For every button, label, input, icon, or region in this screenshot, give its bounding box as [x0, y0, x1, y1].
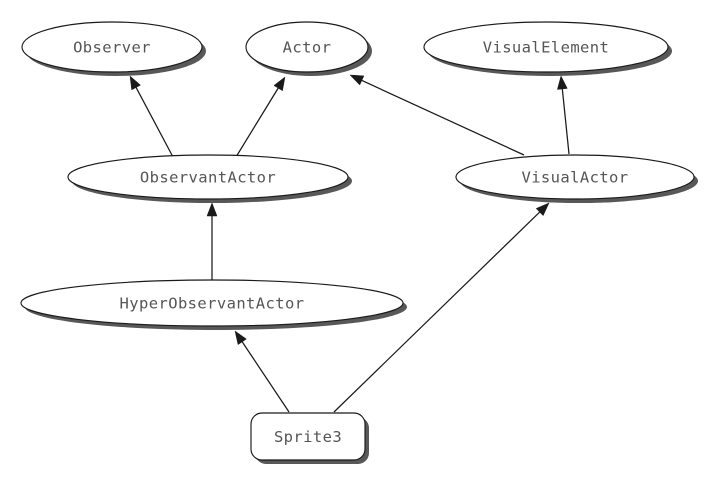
arrowhead-icon — [234, 330, 247, 346]
edge-line — [235, 86, 280, 158]
node-observer[interactable]: Observer — [21, 21, 203, 73]
edge-observant-actor-to-actor — [235, 76, 286, 158]
node-layer: Observer Actor VisualElementObservantActor… — [20, 21, 695, 461]
node-shadow-layer — [25, 26, 698, 464]
arrowhead-icon — [535, 202, 550, 217]
edge-line — [134, 85, 174, 158]
edge-line — [561, 86, 570, 155]
arrowhead-icon — [273, 76, 286, 92]
node-label-actor: Actor — [283, 39, 332, 57]
node-sprite3[interactable]: Sprite3 — [250, 412, 366, 461]
edge-visual-actor-to-actor — [349, 74, 525, 156]
node-label-hyper_observant_actor: HyperObservantActor — [120, 295, 305, 313]
node-actor[interactable]: Actor — [245, 21, 369, 73]
ellipse-shape[interactable] — [245, 21, 369, 73]
node-visual_actor[interactable]: VisualActor — [455, 154, 695, 200]
arrowhead-icon — [206, 202, 218, 217]
node-label-observant_actor: ObservantActor — [140, 169, 276, 187]
edge-observant-actor-to-observer — [129, 75, 174, 158]
node-label-sprite3: Sprite3 — [274, 428, 342, 446]
node-label-visual_element: VisualElement — [483, 39, 610, 57]
arrowhead-icon — [129, 75, 141, 91]
rounded-rect-shape[interactable] — [250, 412, 366, 461]
ellipse-shape[interactable] — [455, 154, 695, 200]
ellipse-shape[interactable] — [21, 21, 203, 73]
ellipse-shape[interactable] — [423, 21, 669, 73]
node-observant_actor[interactable]: ObservantActor — [67, 154, 349, 200]
arrowhead-icon — [557, 75, 568, 90]
node-visual_element[interactable]: VisualElement — [423, 21, 669, 73]
edge-sprite3-to-hyper-observant-actor — [234, 330, 290, 413]
edge-line — [333, 210, 542, 413]
node-label-visual_actor: VisualActor — [521, 169, 628, 187]
node-hyper_observant_actor[interactable]: HyperObservantActor — [20, 279, 404, 327]
arrowhead-icon — [349, 74, 365, 86]
edge-line — [240, 339, 290, 413]
edge-layer — [129, 74, 570, 413]
edge-hyper-observant-actor-to-observant-actor — [206, 202, 218, 280]
ellipse-shape[interactable] — [20, 279, 404, 327]
node-label-observer: Observer — [73, 39, 151, 57]
edge-sprite3-to-visual-actor — [333, 202, 550, 413]
edge-visual-actor-to-visual-element — [557, 75, 570, 155]
ellipse-shape[interactable] — [67, 154, 349, 200]
edge-line — [359, 79, 525, 156]
